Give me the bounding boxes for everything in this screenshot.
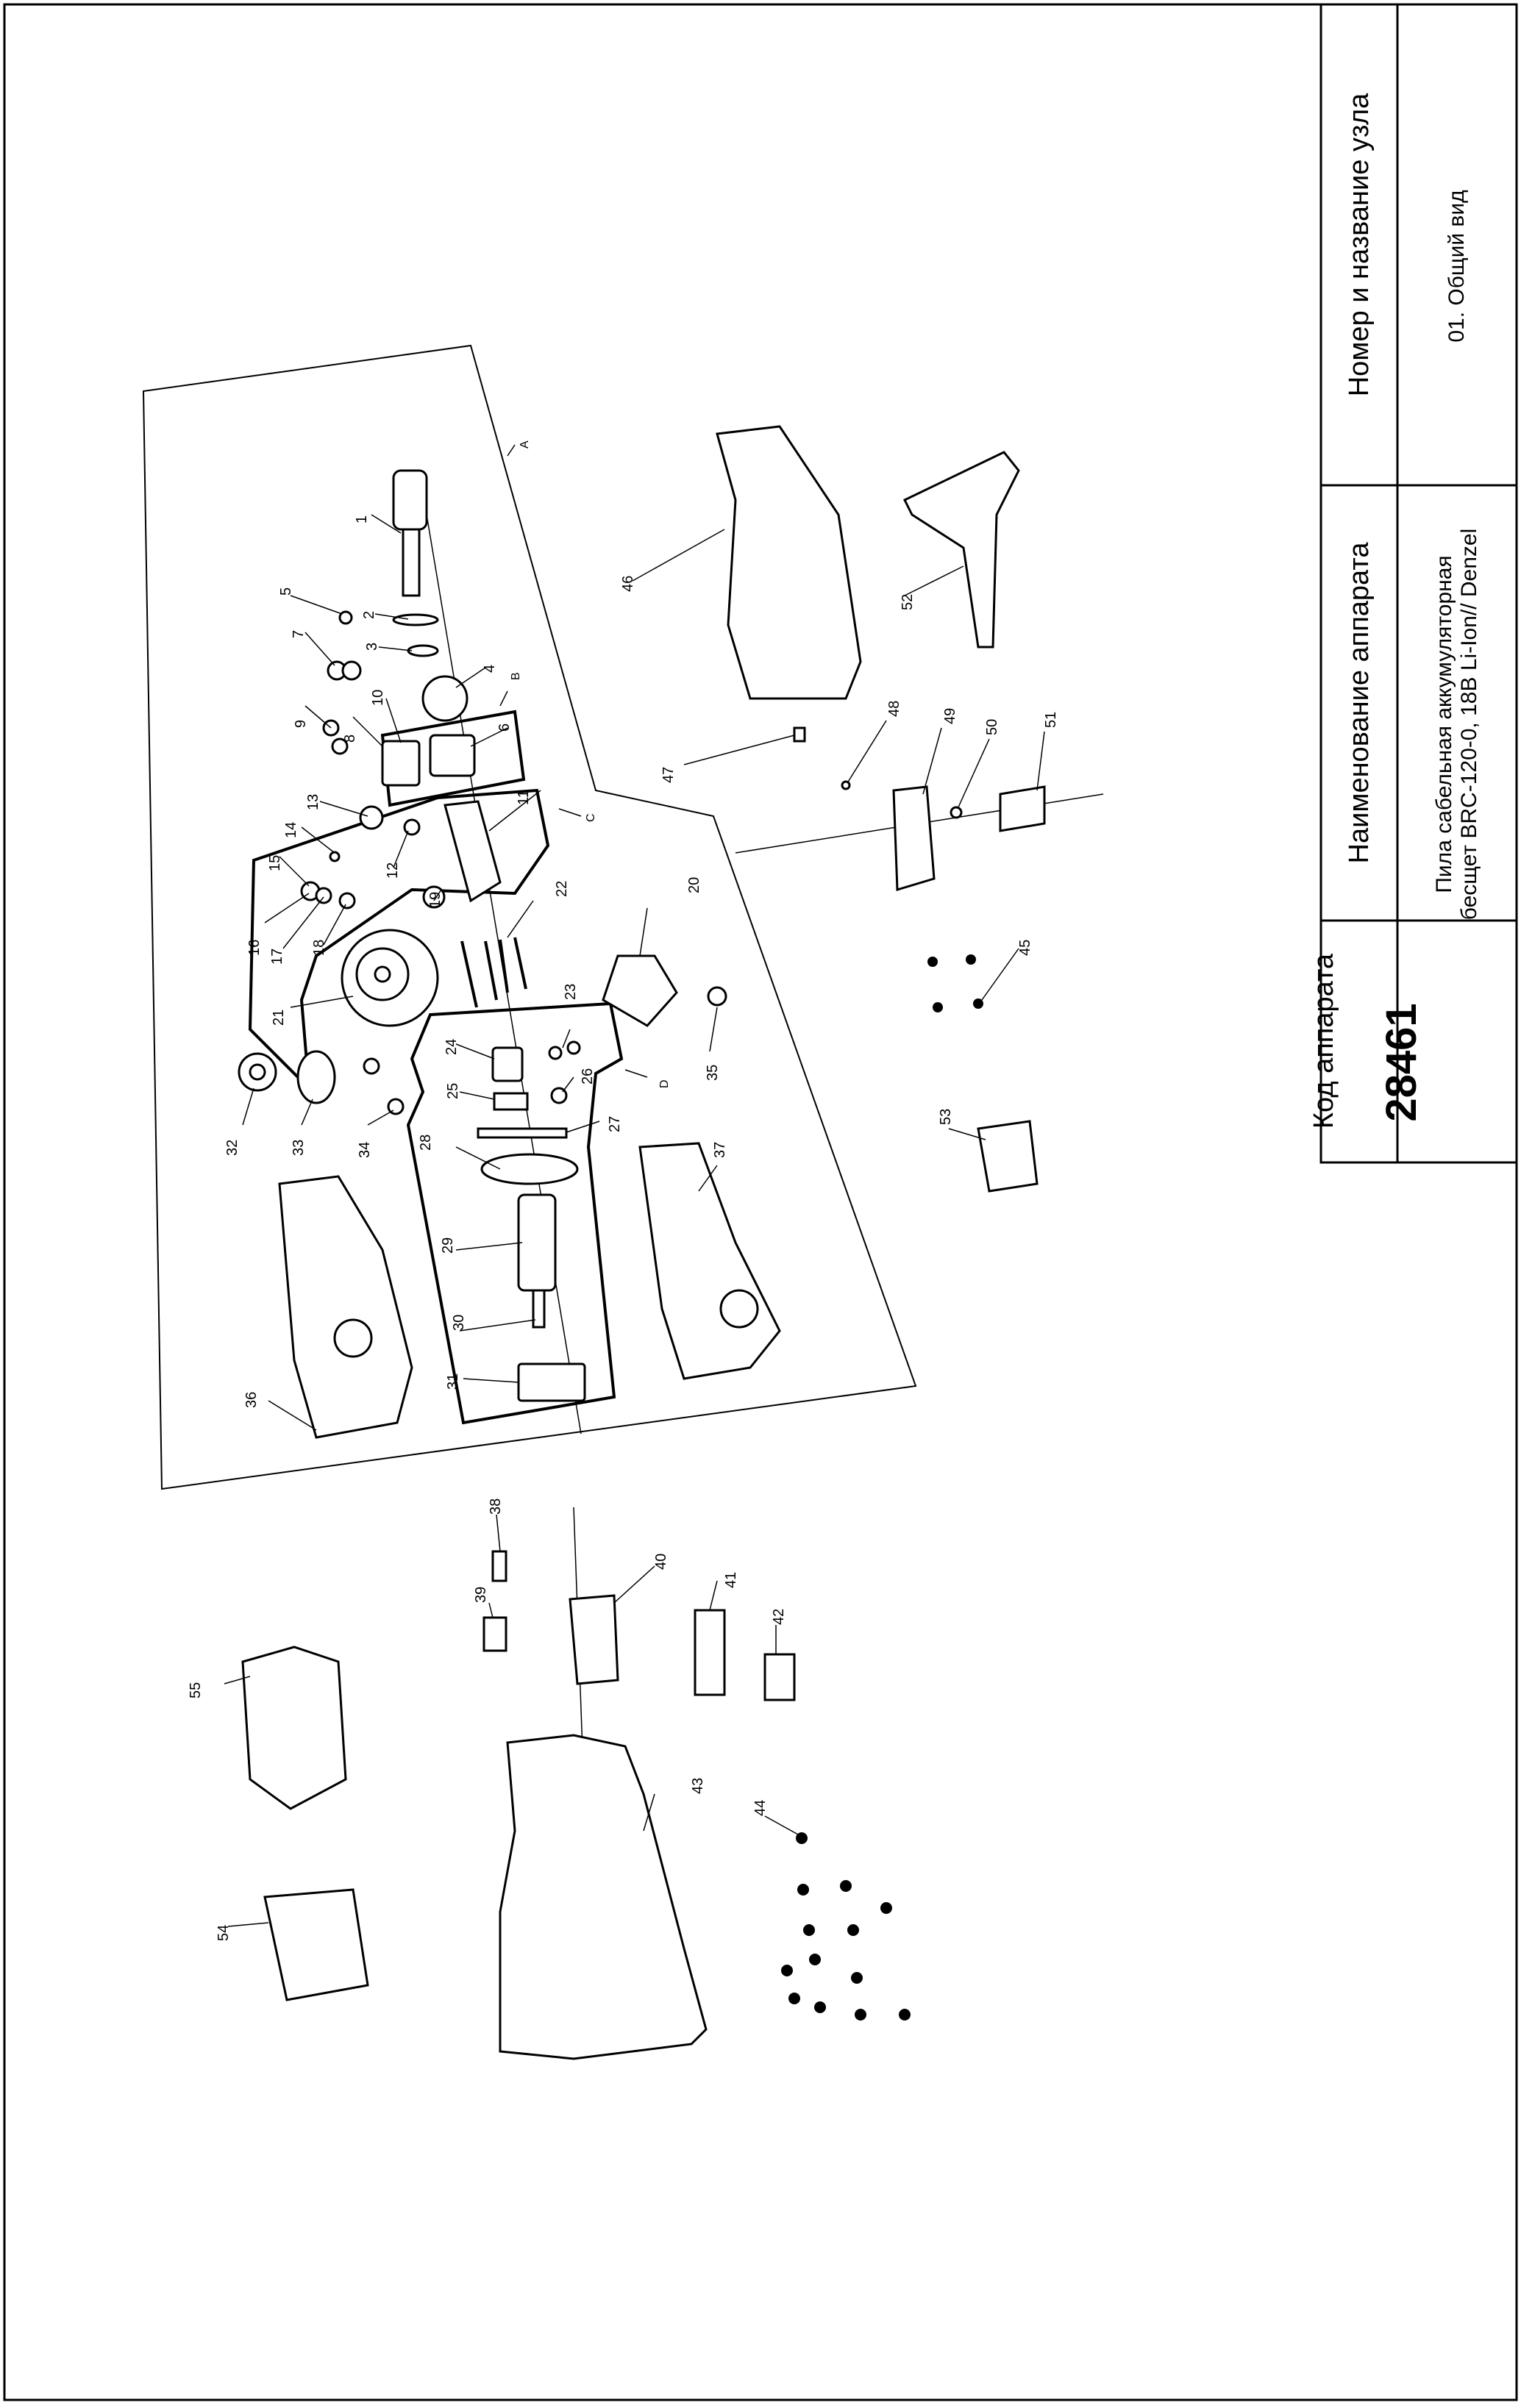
- part-37-bore: [719, 1289, 759, 1329]
- part-label: 2: [361, 611, 377, 619]
- part-label: 52: [900, 594, 916, 610]
- part-label: 10: [370, 690, 386, 706]
- part-label: 45: [1017, 940, 1033, 956]
- part-label: 44: [752, 1800, 769, 1816]
- code-value: 28461: [1377, 1003, 1425, 1122]
- device-header: Наименование аппарата: [1343, 542, 1375, 864]
- part-label: 1: [354, 515, 370, 524]
- part-36-housing: [278, 1175, 413, 1439]
- part-label: 16: [246, 940, 263, 956]
- part-35-ring: [707, 986, 727, 1007]
- part-20-guard: [602, 954, 678, 1027]
- part-label: 19: [427, 892, 444, 908]
- part-label: 34: [357, 1142, 373, 1158]
- group-outline-c: [248, 788, 550, 1093]
- part-label: 22: [554, 881, 570, 897]
- group-letter-a: A: [519, 440, 531, 449]
- part-label: 11: [516, 790, 532, 805]
- part-label: 7: [291, 630, 307, 638]
- part-label: 35: [705, 1065, 721, 1081]
- leader-lines: [224, 444, 1045, 1927]
- part-label: 24: [444, 1039, 460, 1055]
- part-label: 39: [473, 1587, 489, 1603]
- part-labels: 1 2 3 4 5 6 7 8 9 10 11 12 13 14 15 16 1…: [188, 515, 1059, 1941]
- small-parts-cluster: [322, 610, 476, 787]
- assembly-outline-a: [142, 344, 917, 1490]
- part-label: 13: [305, 794, 321, 810]
- switch-parts: [482, 1550, 796, 1701]
- part-label: 27: [607, 1116, 623, 1132]
- part-label: 3: [364, 643, 380, 651]
- unit-header: Номер и название узла: [1343, 93, 1375, 397]
- group-letter-c: C: [585, 813, 597, 822]
- part-label: 17: [269, 948, 285, 965]
- part-label: 30: [451, 1315, 467, 1331]
- part-label: 47: [660, 767, 677, 783]
- part-label: 9: [293, 720, 309, 728]
- part-label: 21: [271, 1010, 287, 1026]
- part-label: 53: [938, 1109, 954, 1125]
- group-letter-b: B: [510, 672, 522, 680]
- part-label: 46: [620, 576, 636, 592]
- part-label: 48: [886, 701, 902, 717]
- part-label: 42: [771, 1609, 787, 1625]
- part-label: 29: [440, 1237, 456, 1254]
- part-label: 51: [1043, 712, 1059, 728]
- part-label: 4: [482, 665, 498, 673]
- part-label: 6: [496, 724, 513, 732]
- sheet-frame: [3, 3, 1518, 2401]
- part-47: [793, 726, 806, 743]
- part-label: 15: [267, 855, 283, 871]
- part-44-screws: [781, 1832, 911, 2021]
- group-outline-d: [406, 1001, 624, 1425]
- gear-parts: [300, 800, 502, 1027]
- device-name-line1: Пила сабельная аккумуляторная: [1431, 555, 1456, 893]
- part-label: 5: [278, 587, 294, 596]
- part-label: 25: [445, 1083, 461, 1099]
- bearing-parts: [238, 1050, 405, 1115]
- part-label: 23: [563, 984, 579, 1000]
- part-54-battery: [263, 1888, 369, 2001]
- part-label: 12: [385, 862, 401, 879]
- part-label: 50: [984, 719, 1000, 735]
- part-1-shaft: [392, 469, 428, 597]
- group-letter-d: D: [658, 1079, 671, 1088]
- part-label: 26: [580, 1068, 596, 1085]
- device-name: Пила сабельная аккумуляторная бесщет BRC…: [1397, 507, 1517, 942]
- part-label: 43: [690, 1778, 706, 1794]
- part-53-stator: [977, 1120, 1039, 1193]
- part-label: 36: [243, 1392, 260, 1408]
- part-label: 8: [342, 735, 358, 743]
- title-block-grid: [1319, 3, 1518, 1164]
- part-label: 31: [445, 1373, 461, 1390]
- motor-parts: [477, 1040, 586, 1402]
- part-label: 33: [291, 1140, 307, 1156]
- part-label: 54: [215, 1925, 232, 1941]
- part-label: 41: [723, 1572, 739, 1588]
- part-label: 40: [653, 1554, 669, 1570]
- part-label: 18: [311, 940, 327, 956]
- trigger-parts: [841, 780, 1046, 891]
- part-52-lever: [902, 451, 1020, 649]
- part-label: 37: [712, 1142, 728, 1158]
- part-55-charger: [241, 1646, 347, 1810]
- part-label: 49: [942, 708, 958, 724]
- part-label: 55: [188, 1682, 204, 1698]
- part-22-screws: [460, 937, 527, 1008]
- device-name-line2: бесщет BRC-120-0, 18В Li-Ion// Denzel: [1457, 528, 1481, 921]
- part-46-handle-cover: [716, 425, 862, 700]
- part-label: 32: [224, 1140, 241, 1156]
- part-label: 28: [418, 1135, 434, 1151]
- part-43-main-housing: [499, 1734, 708, 2060]
- part-label: 20: [686, 877, 702, 893]
- part-label: 38: [488, 1498, 504, 1515]
- unit-value: 01. Общий вид: [1444, 190, 1469, 343]
- part-45-screws: [927, 954, 983, 1012]
- part-36-bore: [333, 1318, 373, 1358]
- part-37-housing: [638, 1142, 781, 1380]
- part-label: 14: [283, 822, 299, 838]
